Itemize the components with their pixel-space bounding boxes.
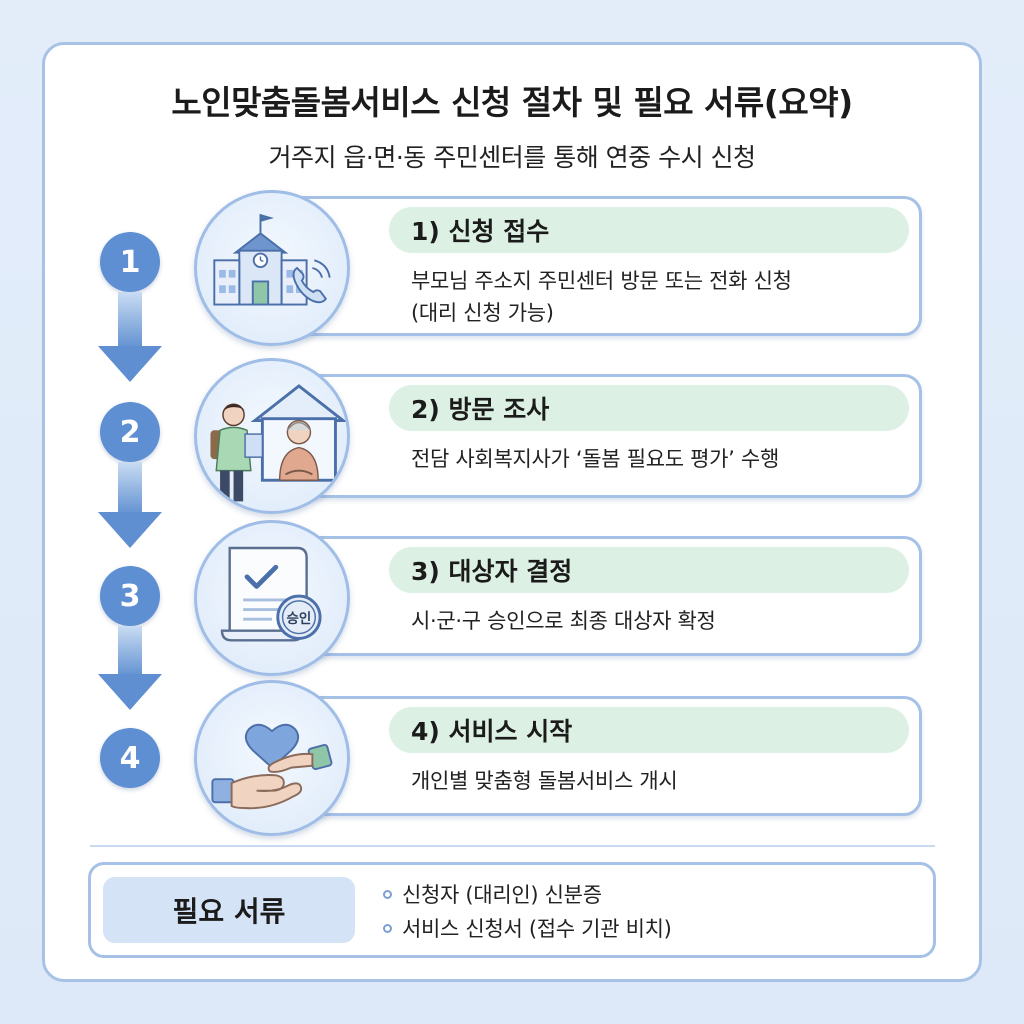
step-number-2: 2 xyxy=(100,402,160,462)
step-card-2: 2) 방문 조사 전담 사회복지사가 ‘돌봄 필요도 평가’ 수행 xyxy=(262,374,922,498)
documents-label: 필요 서류 xyxy=(103,877,355,943)
step-desc-1-line2: (대리 신청 가능) xyxy=(411,301,554,325)
approval-document-icon: 승인 xyxy=(194,520,350,676)
documents-list: 신청자 (대리인) 신분증 서비스 신청서 (접수 기관 비치) xyxy=(383,877,923,945)
page-subtitle: 거주지 읍·면·동 주민센터를 통해 연중 수시 신청 xyxy=(268,143,756,172)
step-desc-4-line1: 개인별 맞춤형 돌봄서비스 개시 xyxy=(411,769,678,793)
page-title: 노인맞춤돌봄서비스 신청 절차 및 필요 서류(요약) xyxy=(171,83,853,122)
list-item: 신청자 (대리인) 신분증 xyxy=(383,877,923,911)
bullet-icon xyxy=(383,923,392,933)
main-card xyxy=(42,42,982,982)
step-title-3: 3) 대상자 결정 xyxy=(389,547,909,593)
step-desc-3-line1: 시·군·구 승인으로 최종 대상자 확정 xyxy=(411,609,716,633)
office-building-phone-icon xyxy=(194,190,350,346)
step-title-4: 4) 서비스 시작 xyxy=(389,707,909,753)
required-documents-box: 필요 서류 신청자 (대리인) 신분증 서비스 신청서 (접수 기관 비치) xyxy=(88,862,936,958)
down-arrow-icon xyxy=(98,462,162,548)
hands-heart-icon xyxy=(194,680,350,836)
down-arrow-icon xyxy=(98,626,162,710)
approval-stamp-text: 승인 xyxy=(287,610,312,627)
document-item-2: 서비스 신청서 (접수 기관 비치) xyxy=(402,917,672,941)
section-divider xyxy=(90,845,935,847)
list-item: 서비스 신청서 (접수 기관 비치) xyxy=(383,911,923,945)
down-arrow-icon xyxy=(98,292,162,382)
step-number-4: 4 xyxy=(100,728,160,788)
step-desc-1-line1: 부모님 주소지 주민센터 방문 또는 전화 신청 xyxy=(411,269,792,293)
step-card-4: 4) 서비스 시작 개인별 맞춤형 돌봄서비스 개시 xyxy=(262,696,922,816)
step-card-1: 1) 신청 접수 부모님 주소지 주민센터 방문 또는 전화 신청 (대리 신청… xyxy=(262,196,922,336)
social-worker-visit-icon xyxy=(194,358,350,514)
step-number-3: 3 xyxy=(100,566,160,626)
step-title-1: 1) 신청 접수 xyxy=(389,207,909,253)
step-desc-2-line1: 전담 사회복지사가 ‘돌봄 필요도 평가’ 수행 xyxy=(411,447,779,471)
step-card-3: 3) 대상자 결정 시·군·구 승인으로 최종 대상자 확정 xyxy=(262,536,922,656)
bullet-icon xyxy=(383,889,392,899)
step-number-1: 1 xyxy=(100,232,160,292)
document-item-1: 신청자 (대리인) 신분증 xyxy=(402,883,602,907)
step-title-2: 2) 방문 조사 xyxy=(389,385,909,431)
